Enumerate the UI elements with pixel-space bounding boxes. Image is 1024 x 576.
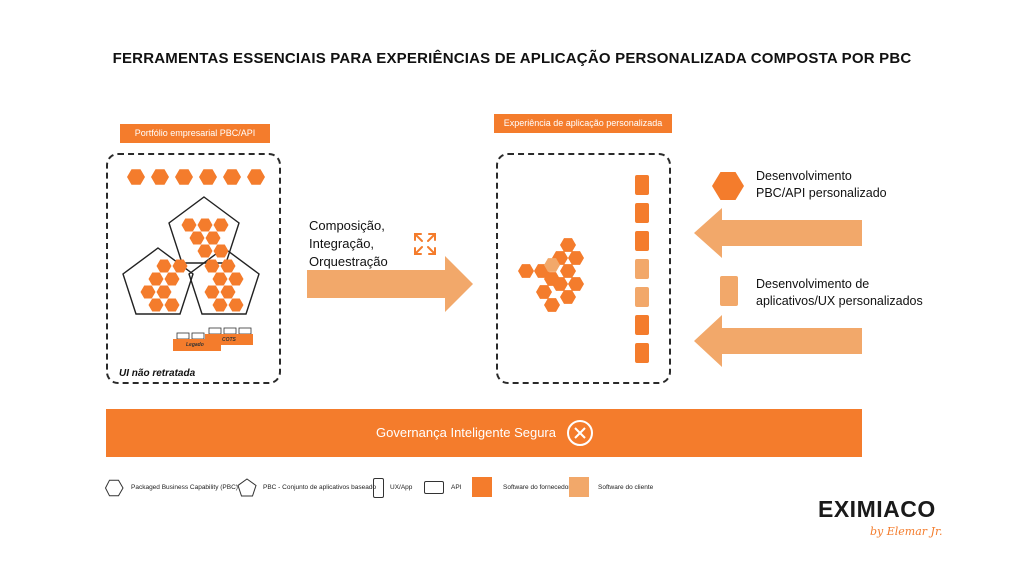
legend-vendor-swatch bbox=[472, 477, 492, 497]
pentagon-right-hexes bbox=[204, 259, 244, 312]
flow-line-1: Composição, bbox=[309, 218, 385, 233]
pentagon-left-icon bbox=[122, 247, 194, 315]
pentagon-top-hexes bbox=[181, 218, 229, 258]
portfolio-graphic bbox=[122, 169, 265, 351]
pbc-dev-label: Desenvolvimento PBC/API personalizado bbox=[756, 168, 887, 202]
legend-ux-icon bbox=[373, 478, 384, 498]
experience-graphic bbox=[518, 175, 649, 363]
expand-arrows-icon bbox=[414, 233, 436, 255]
eximiaco-logo: EXIMIACO bbox=[818, 496, 936, 522]
page-title: FERRAMENTAS ESSENCIAIS PARA EXPERIÊNCIAS… bbox=[112, 50, 912, 67]
portfolio-tag: Portfólio empresarial PBC/API bbox=[120, 124, 270, 143]
cots-block bbox=[205, 334, 253, 345]
flow-arrow-icon bbox=[307, 256, 473, 312]
pbc-dev-line-2: PBC/API personalizado bbox=[756, 186, 887, 200]
pbc-hex-icon bbox=[127, 169, 145, 185]
legend-ux: UX/App bbox=[390, 484, 413, 491]
logo-subtitle: by Elemar Jr. bbox=[870, 525, 943, 538]
governance-bar bbox=[106, 409, 862, 457]
experience-hex-cluster bbox=[518, 238, 584, 312]
app-dev-line-1: Desenvolvimento de bbox=[756, 277, 870, 291]
flow-text: Composição, Integração, Orquestração bbox=[309, 217, 388, 271]
pbc-hex-icon bbox=[175, 169, 193, 185]
app-dev-block-icon bbox=[720, 276, 738, 306]
pentagon-group bbox=[122, 196, 260, 315]
pbc-hex-icon bbox=[247, 169, 265, 185]
portfolio-box bbox=[106, 153, 281, 384]
pbc-dev-arrow-icon bbox=[694, 208, 862, 258]
pbc-row bbox=[127, 169, 265, 185]
governance-label: Governança Inteligente Segura bbox=[376, 425, 556, 440]
close-circle-icon bbox=[567, 420, 593, 446]
pentagon-left-hexes bbox=[140, 259, 188, 312]
legend-hex-icon bbox=[105, 479, 124, 497]
cots-label: COTS bbox=[222, 337, 236, 343]
pbc-hex-icon bbox=[151, 169, 169, 185]
legend-vendor: Software do fornecedor bbox=[503, 484, 571, 491]
legacy-cots-group bbox=[173, 327, 253, 351]
legend-pentagon: PBC - Conjunto de aplicativos baseado bbox=[263, 484, 377, 491]
ui-note: UI não retratada bbox=[119, 368, 196, 379]
legend-pbc: Packaged Business Capability (PBC) bbox=[131, 484, 238, 491]
pbc-dev-line-1: Desenvolvimento bbox=[756, 169, 852, 183]
experience-tag: Experiência de aplicação personalizada bbox=[494, 114, 672, 133]
pbc-dev-hex-icon bbox=[712, 172, 744, 200]
legado-label: Legado bbox=[186, 342, 204, 348]
app-dev-line-2: aplicativos/UX personalizados bbox=[756, 294, 923, 308]
flow-line-3: Orquestração bbox=[309, 254, 388, 269]
experience-box bbox=[496, 153, 671, 384]
legend-client-swatch bbox=[569, 477, 589, 497]
app-dev-label: Desenvolvimento de aplicativos/UX person… bbox=[756, 276, 923, 310]
experience-api-column bbox=[635, 175, 649, 363]
pentagon-right-icon bbox=[188, 247, 260, 315]
app-dev-arrow-icon bbox=[694, 315, 862, 367]
legend-pentagon-icon bbox=[237, 478, 257, 497]
pbc-hex-icon bbox=[199, 169, 217, 185]
legend-api: API bbox=[451, 484, 462, 491]
pbc-hex-icon bbox=[223, 169, 241, 185]
legend-api-icon bbox=[424, 481, 444, 494]
flow-line-2: Integração, bbox=[309, 236, 375, 251]
legend-client: Software do cliente bbox=[598, 484, 654, 491]
